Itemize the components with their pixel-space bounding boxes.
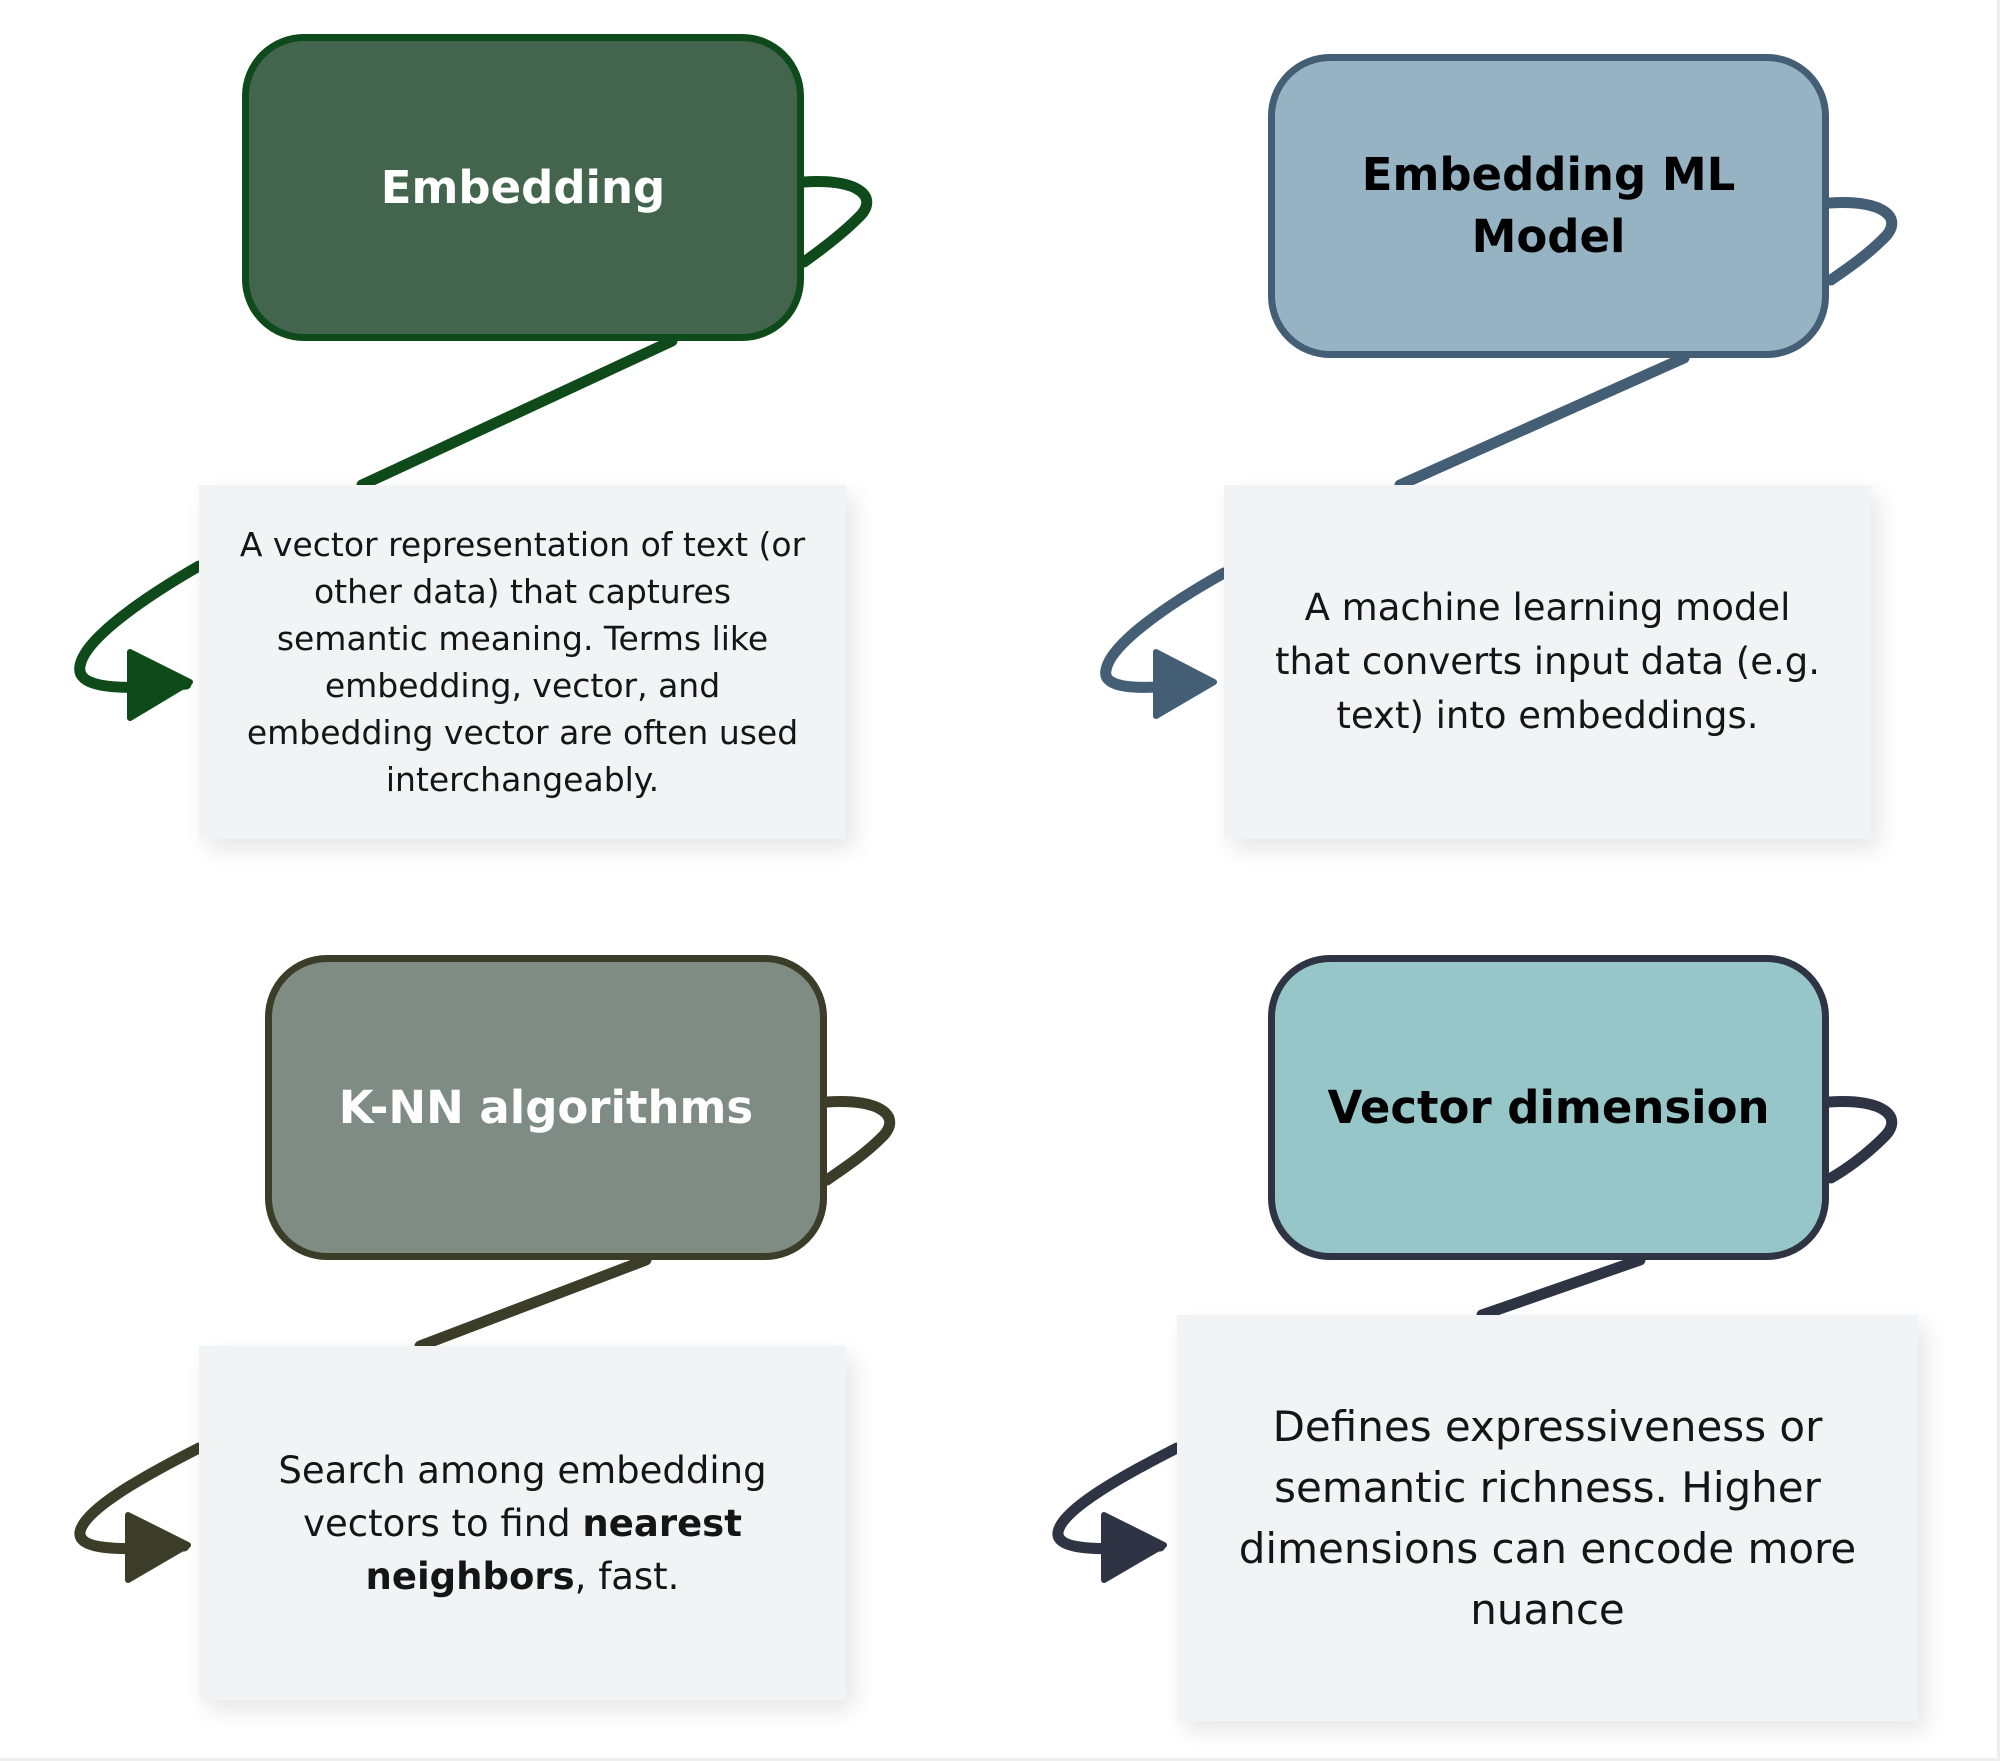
curve-arrow-icon	[1100, 567, 1230, 693]
description-text: Search among embedding vectors to find	[278, 1448, 767, 1545]
card-description: Search among embedding vectors to find n…	[239, 1444, 806, 1603]
description-box-embedding: A vector representation of text (or othe…	[199, 485, 846, 839]
card-title: Embedding	[380, 160, 666, 214]
page-frame-right	[1997, 0, 2000, 1761]
curve-arrow-icon	[74, 1442, 205, 1555]
curve-arrow-icon	[74, 560, 205, 693]
title-box-vector-dimension: Vector dimension	[1268, 955, 1829, 1260]
description-box-knn-algorithms: Search among embedding vectors to find n…	[199, 1346, 846, 1700]
card-description: A vector representation of text (or othe…	[239, 525, 806, 799]
page-frame-bottom	[0, 1758, 2000, 1761]
side-loop	[1823, 1095, 1898, 1184]
description-bold-text: nearest neighbors	[365, 1501, 742, 1598]
tail-line	[1476, 1254, 1646, 1321]
title-box-embedding: Embedding	[242, 34, 804, 341]
curve-arrow-icon	[1052, 1442, 1183, 1555]
title-box-embedding-ml-model: Embedding ML Model	[1268, 54, 1829, 358]
arrowhead-icon	[127, 649, 193, 721]
side-loop	[1823, 196, 1898, 286]
tail-line	[1394, 352, 1690, 491]
tail-line	[356, 335, 678, 491]
card-title: Vector dimension	[1327, 1080, 1770, 1134]
description-text: , fast.	[574, 1554, 680, 1598]
description-box-embedding-ml-model: A machine learning model that converts i…	[1224, 485, 1871, 839]
card-description: A machine learning model that converts i…	[1275, 586, 1820, 737]
card-title: K-NN algorithms	[338, 1080, 754, 1134]
description-box-vector-dimension: Defines expressiveness or semantic richn…	[1177, 1315, 1918, 1721]
side-loop	[798, 175, 873, 268]
tail-line	[414, 1254, 652, 1352]
side-loop	[821, 1095, 896, 1186]
arrowhead-icon	[1153, 649, 1217, 719]
card-title: Embedding ML Model	[1361, 148, 1736, 263]
title-box-knn-algorithms: K-NN algorithms	[265, 955, 827, 1260]
arrowhead-icon	[125, 1512, 191, 1583]
arrowhead-icon	[1101, 1512, 1167, 1583]
card-description: Defines expressiveness or semantic richn…	[1238, 1402, 1857, 1634]
